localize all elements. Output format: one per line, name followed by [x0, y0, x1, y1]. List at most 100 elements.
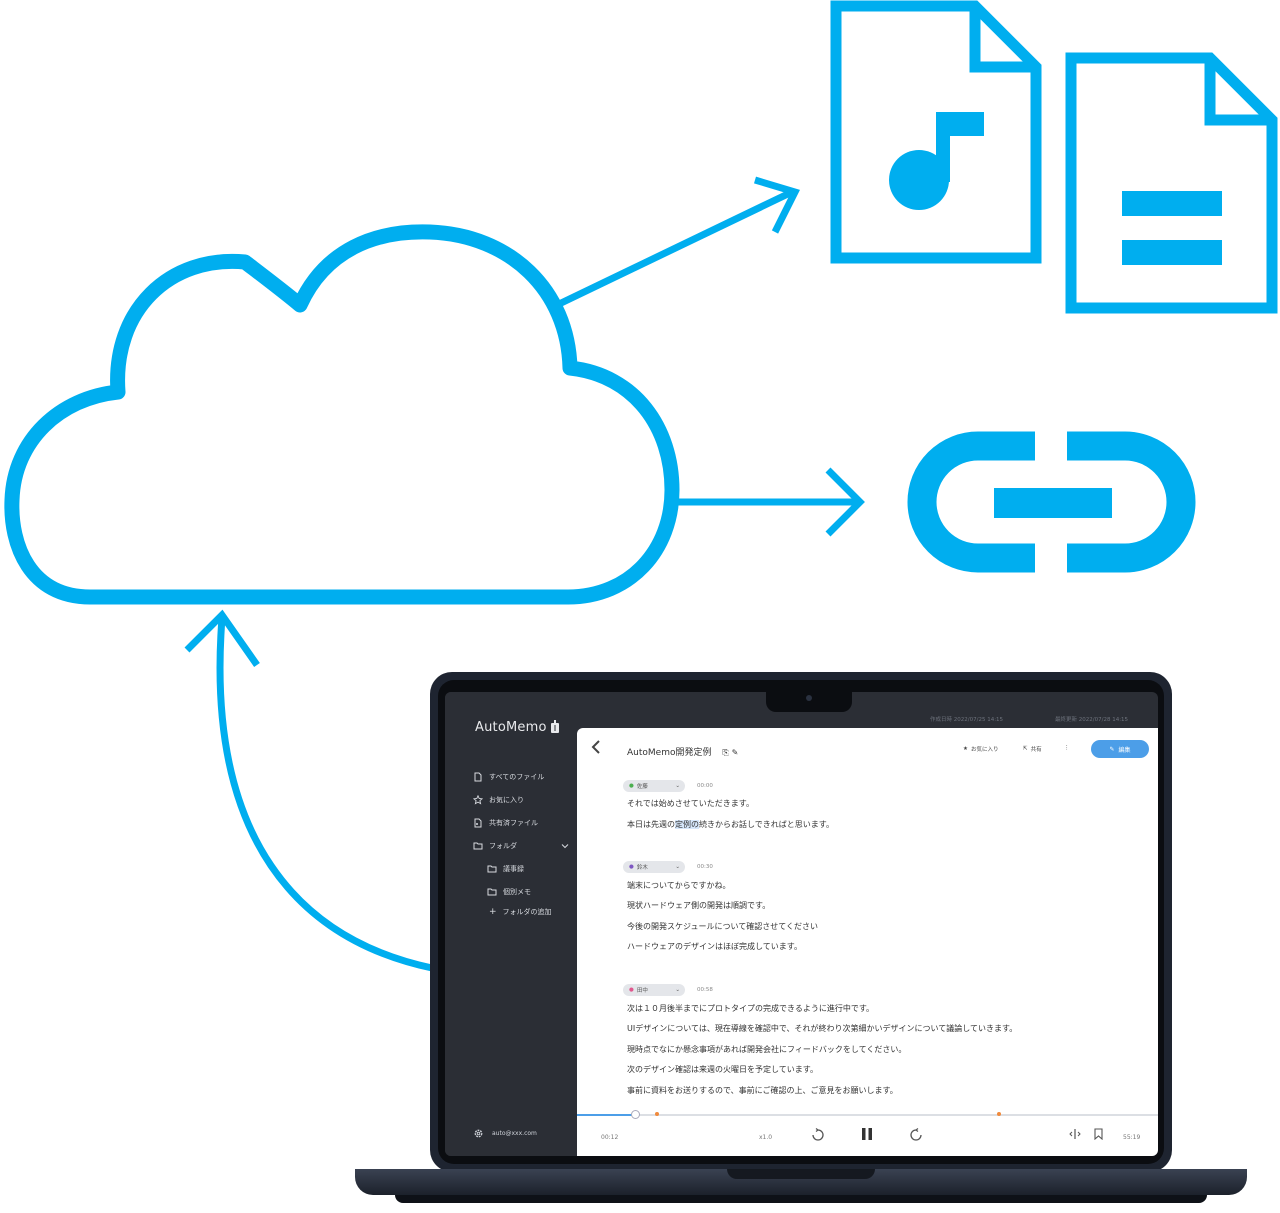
- more-vertical-icon: ⋮: [1064, 745, 1070, 751]
- speaker-name: 佐藤: [636, 784, 648, 790]
- playback-progress-bar[interactable]: [577, 1114, 1158, 1116]
- transcript-line: 今後の開発スケジュールについて確認させてください: [627, 922, 818, 931]
- bookmark-marker[interactable]: [997, 1112, 1001, 1116]
- person-icon: ●: [629, 783, 634, 789]
- laptop-foot: [395, 1195, 1207, 1203]
- arrow-upload-to-cloud: [184, 609, 433, 972]
- transcript-line: 本日は先週の定例の続きからお話しできればと思います。: [627, 820, 834, 829]
- search-highlight: 定例の: [675, 820, 699, 829]
- add-folder-button[interactable]: + フォルダの追加: [489, 907, 552, 917]
- laptop-lip: [727, 1169, 875, 1179]
- gear-icon: [474, 1129, 483, 1138]
- transcript-line: 現時点でなにか懸念事項があれば開発会社にフィードバックをしてください。: [627, 1045, 907, 1054]
- speaker-select[interactable]: ●佐藤 ⌄: [623, 780, 685, 792]
- share-button[interactable]: ⇱共有: [1023, 745, 1042, 753]
- star-icon: ★: [963, 746, 968, 752]
- chevron-down-icon: ⌄: [675, 864, 680, 870]
- transcript-line: ハードウェアのデザインはほぼ完成しています。: [627, 942, 802, 951]
- chevron-down-icon: ⌄: [675, 783, 680, 789]
- sidebar-item-label: フォルダの追加: [502, 908, 552, 916]
- camera-icon: [806, 695, 812, 701]
- sidebar-item-label: お気に入り: [489, 796, 524, 804]
- person-icon: ●: [629, 987, 634, 993]
- segment-time: 00:58: [697, 987, 713, 993]
- favorite-label: お気に入り: [970, 747, 999, 753]
- pause-icon: [862, 1128, 872, 1140]
- forward-button[interactable]: [909, 1128, 923, 1144]
- document-title: AutoMemo開発定例 ⎘ ✎: [627, 745, 738, 758]
- account-email: auto@xxx.com: [492, 1130, 537, 1137]
- cloud-icon: [4, 224, 680, 605]
- link-icon: [907, 431, 1196, 573]
- transcript-line: 次は１０月後半までにプロトタイプの完成できるように進行中です。: [627, 1004, 875, 1013]
- updated-date: 最終更新 2022/07/28 14:15: [1055, 717, 1129, 723]
- folder-icon: [473, 842, 483, 850]
- transcript-line: UIデザインについては、現在導線を確認中で、それが終わり次第細かいデザインについ…: [627, 1024, 1018, 1033]
- sidebar-item-all-files[interactable]: すべてのファイル: [473, 772, 544, 782]
- shared-file-icon: [474, 818, 482, 828]
- sidebar-item-folders[interactable]: フォルダ: [473, 841, 569, 851]
- speed-button[interactable]: x1.0: [759, 1134, 773, 1141]
- arrow-to-files: [555, 176, 800, 309]
- edit-label: 編集: [1118, 746, 1131, 754]
- sidebar-item-shared[interactable]: 共有済ファイル: [473, 818, 538, 828]
- elapsed-time: 00:12: [601, 1134, 619, 1141]
- forward-10-icon: [910, 1128, 922, 1141]
- sidebar: AutoMemo すべてのファイル お気に入り 共有済ファイル: [445, 692, 575, 1156]
- chevron-down-icon[interactable]: [561, 842, 569, 850]
- back-arrow-icon[interactable]: [591, 740, 601, 754]
- bookmark-button[interactable]: [1093, 1128, 1104, 1142]
- title-text: AutoMemo開発定例: [627, 748, 712, 758]
- favorite-button[interactable]: ★お気に入り: [963, 745, 998, 753]
- arrow-to-link: [676, 467, 865, 537]
- laptop-bezel: AutoMemo すべてのファイル お気に入り 共有済ファイル: [438, 680, 1164, 1164]
- sidebar-item-minutes[interactable]: 議事録: [487, 864, 524, 874]
- chevron-down-icon: ⌄: [675, 987, 680, 993]
- speaker-select[interactable]: ●鈴木 ⌄: [623, 861, 685, 873]
- text-file-icon: [1065, 52, 1278, 314]
- edit-button[interactable]: ✎編集: [1091, 740, 1149, 758]
- account-settings[interactable]: auto@xxx.com: [473, 1128, 537, 1139]
- audio-file-icon: [830, 0, 1042, 264]
- shared-file-icon: ⎘: [722, 748, 729, 757]
- created-date: 作成日時 2022/07/25 14:15: [930, 717, 1004, 723]
- sidebar-item-favorites[interactable]: お気に入り: [473, 795, 524, 805]
- star-icon: [473, 795, 483, 805]
- sidebar-item-label: すべてのファイル: [489, 773, 545, 781]
- all-files-icon: [474, 772, 482, 782]
- pause-button[interactable]: [859, 1126, 875, 1144]
- bookmark-icon: [1094, 1128, 1103, 1141]
- more-menu-button[interactable]: ⋮: [1064, 745, 1070, 751]
- brand-logo: AutoMemo: [475, 720, 547, 735]
- transcript-line: 現状ハードウェア側の開発は順調です。: [627, 901, 771, 910]
- rewind-button[interactable]: [811, 1128, 825, 1144]
- playback-progress-fill: [577, 1114, 636, 1116]
- speaker-name: 鈴木: [636, 865, 648, 871]
- sidebar-item-personal-memo[interactable]: 個別メモ: [487, 887, 531, 897]
- speaker-select[interactable]: ●田中⌄: [623, 984, 685, 996]
- recorder-logo-icon: [551, 720, 559, 733]
- playback-knob[interactable]: [631, 1110, 641, 1119]
- split-icon: [1069, 1129, 1081, 1139]
- total-time: 55:19: [1123, 1134, 1141, 1141]
- segment-time: 00:30: [697, 864, 713, 870]
- person-icon: ●: [629, 864, 634, 870]
- transcript-line: 次のデザイン確認は来週の火曜日を予定しています。: [627, 1065, 818, 1074]
- sidebar-item-label: 共有済ファイル: [489, 819, 538, 827]
- pencil-icon[interactable]: ✎: [731, 748, 739, 757]
- share-icon: ⇱: [1023, 746, 1028, 752]
- share-label: 共有: [1030, 747, 1042, 753]
- laptop-base: [355, 1169, 1247, 1195]
- plus-icon: +: [489, 907, 497, 917]
- transcript-panel: AutoMemo開発定例 ⎘ ✎ ★お気に入り ⇱共有 ⋮ ✎編集 ●佐藤⌄ 0…: [577, 728, 1158, 1156]
- split-button[interactable]: [1069, 1128, 1081, 1142]
- laptop-icon: AutoMemo すべてのファイル お気に入り 共有済ファイル: [355, 672, 1247, 1212]
- app-screen: AutoMemo すべてのファイル お気に入り 共有済ファイル: [445, 692, 1158, 1156]
- laptop-lid: AutoMemo すべてのファイル お気に入り 共有済ファイル: [430, 672, 1172, 1172]
- folder-icon: [487, 888, 497, 896]
- bookmark-marker[interactable]: [655, 1112, 659, 1116]
- transcript-line: 事前に資料をお送りするので、事前にご確認の上、ご意見をお願いします。: [627, 1086, 898, 1095]
- camera-notch: [766, 686, 852, 712]
- segment-time: 00:00: [697, 783, 713, 789]
